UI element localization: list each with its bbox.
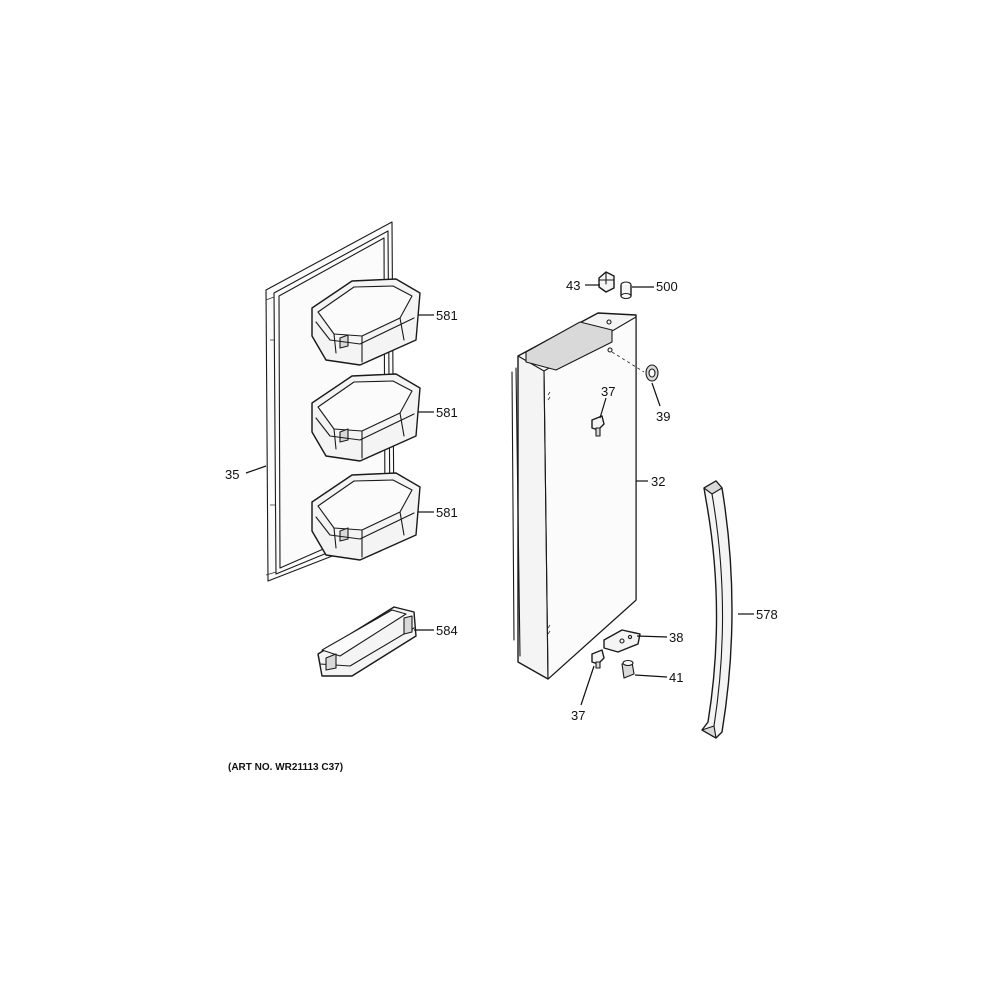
callout-41: 41: [669, 670, 683, 685]
door-bin-top: [311, 278, 421, 366]
callout-581-middle: 581: [436, 405, 458, 420]
bushing-39: [645, 364, 659, 382]
freezer-door: [511, 312, 645, 680]
callout-37-lower: 37: [571, 708, 585, 723]
callout-500: 500: [656, 279, 678, 294]
callout-35: 35: [225, 467, 239, 482]
callout-38: 38: [669, 630, 683, 645]
art-number: (ART NO. WR21113 C37): [228, 762, 343, 773]
door-handle: [701, 480, 733, 739]
callout-37-upper: 37: [601, 384, 615, 399]
lower-hinge-pin: [591, 649, 605, 669]
part-43: [598, 271, 615, 293]
dairy-bin: [317, 606, 417, 677]
callout-584: 584: [436, 623, 458, 638]
callout-581-top: 581: [436, 308, 458, 323]
bottom-cam: [621, 659, 635, 679]
leader-lines: [245, 284, 754, 706]
door-bin-bottom: [311, 472, 421, 561]
callout-39: 39: [656, 409, 670, 424]
part-500: [620, 281, 632, 300]
callout-labels: 35 581 581 581 584 43 500 37 39 32 578 3…: [225, 278, 778, 723]
callout-578: 578: [756, 607, 778, 622]
callout-581-bottom: 581: [436, 505, 458, 520]
bottom-hinge-plate: [603, 629, 641, 653]
callout-43: 43: [566, 278, 580, 293]
door-bin-middle: [311, 373, 421, 462]
callout-32: 32: [651, 474, 665, 489]
